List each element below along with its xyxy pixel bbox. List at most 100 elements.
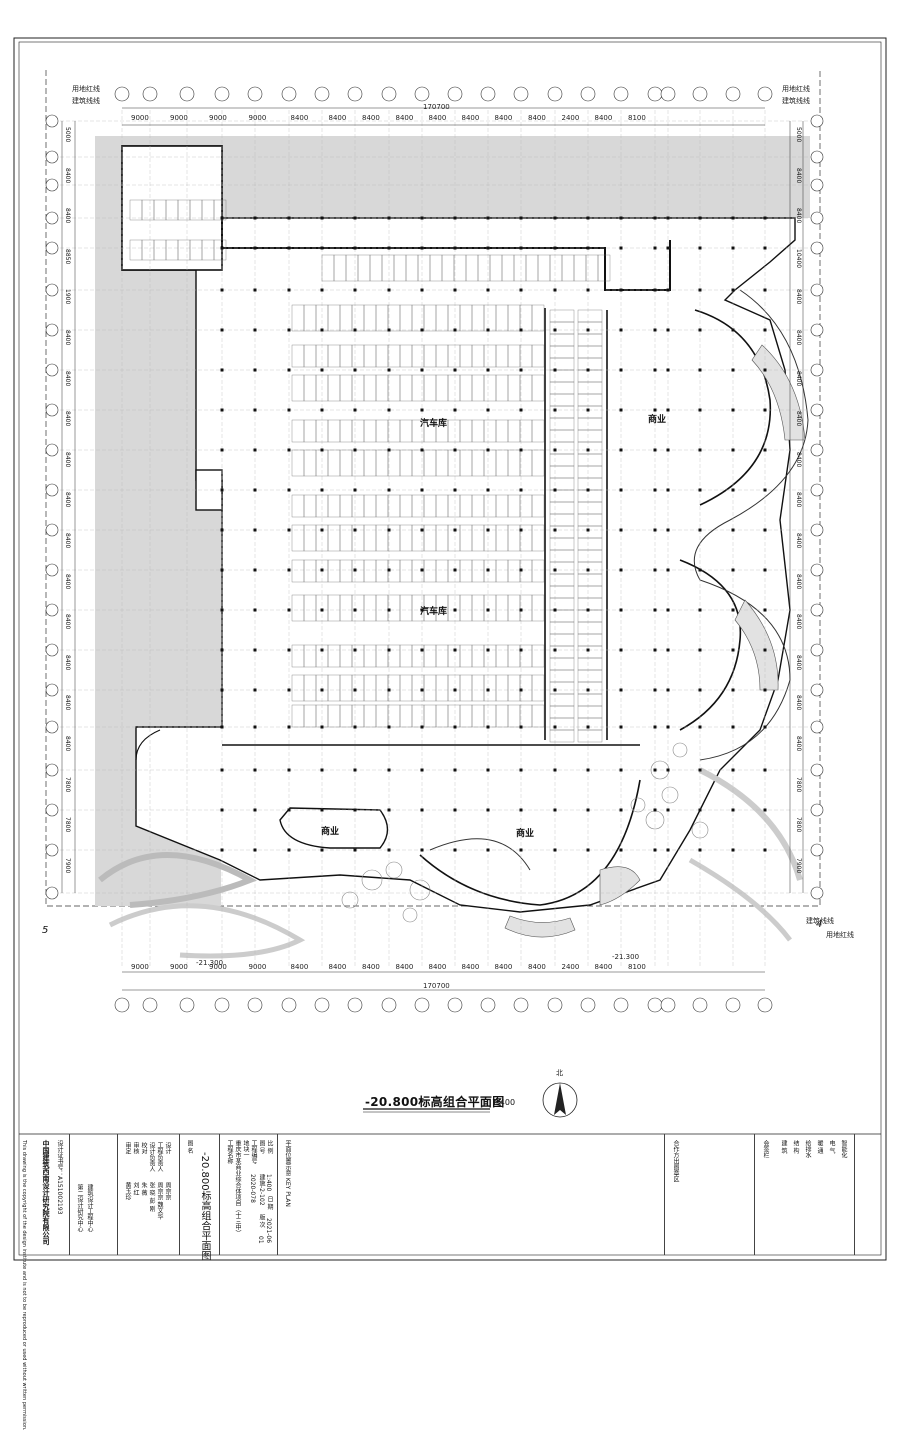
column xyxy=(420,328,424,332)
column xyxy=(586,488,590,492)
column xyxy=(220,328,224,332)
column xyxy=(519,848,523,852)
column xyxy=(420,688,424,692)
column xyxy=(220,608,224,612)
grid-bubble xyxy=(513,86,529,102)
column xyxy=(320,288,324,292)
column xyxy=(653,448,657,452)
grid-bubble xyxy=(142,86,158,102)
discipline-1: 结 构 xyxy=(792,1140,799,1154)
column xyxy=(220,688,224,692)
column xyxy=(253,328,257,332)
grid-bubble xyxy=(179,86,195,102)
bay-dim-bottom: 9000 xyxy=(170,963,188,971)
column xyxy=(287,408,291,412)
bay-dim-top: 8400 xyxy=(461,114,480,122)
bay-dim-top: 8400 xyxy=(528,114,546,122)
column xyxy=(586,408,590,412)
row-dim-right: 7900 xyxy=(795,857,802,874)
bay-dim-top: 9000 xyxy=(170,114,188,122)
column xyxy=(586,725,590,729)
column xyxy=(253,688,257,692)
row-dim-right: 8400 xyxy=(795,451,802,468)
column xyxy=(553,568,557,572)
parking-stall xyxy=(531,594,545,622)
column xyxy=(387,288,391,292)
column xyxy=(763,768,767,772)
column xyxy=(519,448,523,452)
grid-bubble xyxy=(810,363,824,377)
row-dim-left: 8400 xyxy=(64,533,71,549)
column xyxy=(698,808,702,812)
hatch-arc-south xyxy=(599,866,641,906)
column xyxy=(619,216,623,220)
curve-south-inner xyxy=(429,838,531,871)
grid-bubble xyxy=(281,86,297,102)
column xyxy=(320,568,324,572)
column xyxy=(698,568,702,572)
bay-dim-top: 9000 xyxy=(209,114,227,122)
column xyxy=(763,288,767,292)
column xyxy=(320,808,324,812)
column xyxy=(453,488,457,492)
row-dim-left: 8850 xyxy=(64,248,71,265)
north-arrow-icon xyxy=(542,1082,578,1118)
column xyxy=(519,328,523,332)
column xyxy=(553,648,557,652)
row-dim-right: 8400 xyxy=(795,208,802,224)
scale-label: 比 例 xyxy=(266,1140,273,1154)
column xyxy=(619,725,623,729)
column xyxy=(353,768,357,772)
column xyxy=(453,848,457,852)
column xyxy=(353,368,357,372)
zone-label-commercial-sw: 商业 xyxy=(321,827,340,837)
column xyxy=(353,568,357,572)
column xyxy=(763,328,767,332)
column xyxy=(586,528,590,532)
column xyxy=(619,488,623,492)
grid-bubble xyxy=(45,363,59,377)
column xyxy=(387,368,391,372)
column xyxy=(420,368,424,372)
column xyxy=(698,768,702,772)
certificate-no: 设计证书号：A151002193 xyxy=(56,1140,63,1215)
grid-bubble xyxy=(45,114,59,128)
zone-label-commercial-south: 商业 xyxy=(516,829,535,839)
column xyxy=(698,216,702,220)
column xyxy=(666,688,670,692)
row-dim-right: 8400 xyxy=(795,492,802,508)
column xyxy=(253,448,257,452)
grid-bubble xyxy=(381,86,397,102)
column xyxy=(666,216,670,220)
column xyxy=(731,246,735,250)
gray-fill-right xyxy=(795,136,810,218)
grid-bubble xyxy=(45,563,59,577)
building-line-label-tl: 建筑线线 xyxy=(72,97,100,105)
column xyxy=(698,448,702,452)
column xyxy=(619,648,623,652)
column xyxy=(486,808,490,812)
zone-label-garage-lower: 汽车库 xyxy=(420,607,448,617)
column xyxy=(763,608,767,612)
scale-value: 1:400 xyxy=(265,1174,272,1192)
column xyxy=(698,328,702,332)
parking-stall xyxy=(531,704,545,728)
column xyxy=(553,808,557,812)
column xyxy=(320,725,324,729)
bay-dim-top: 8400 xyxy=(428,114,447,122)
parking-stall xyxy=(531,449,545,477)
grid-bubble xyxy=(810,803,824,817)
column xyxy=(619,246,623,250)
column xyxy=(553,288,557,292)
north-label: 北 xyxy=(556,1069,563,1077)
grid-bubble xyxy=(810,114,824,128)
bay-dim-top: 9000 xyxy=(131,114,149,122)
column xyxy=(619,808,623,812)
column xyxy=(763,648,767,652)
grid-bubble xyxy=(810,323,824,337)
column xyxy=(731,608,735,612)
bay-dim-bottom: 8400 xyxy=(594,963,613,971)
row-dim-right: 8400 xyxy=(795,695,802,711)
column xyxy=(586,808,590,812)
column xyxy=(653,408,657,412)
